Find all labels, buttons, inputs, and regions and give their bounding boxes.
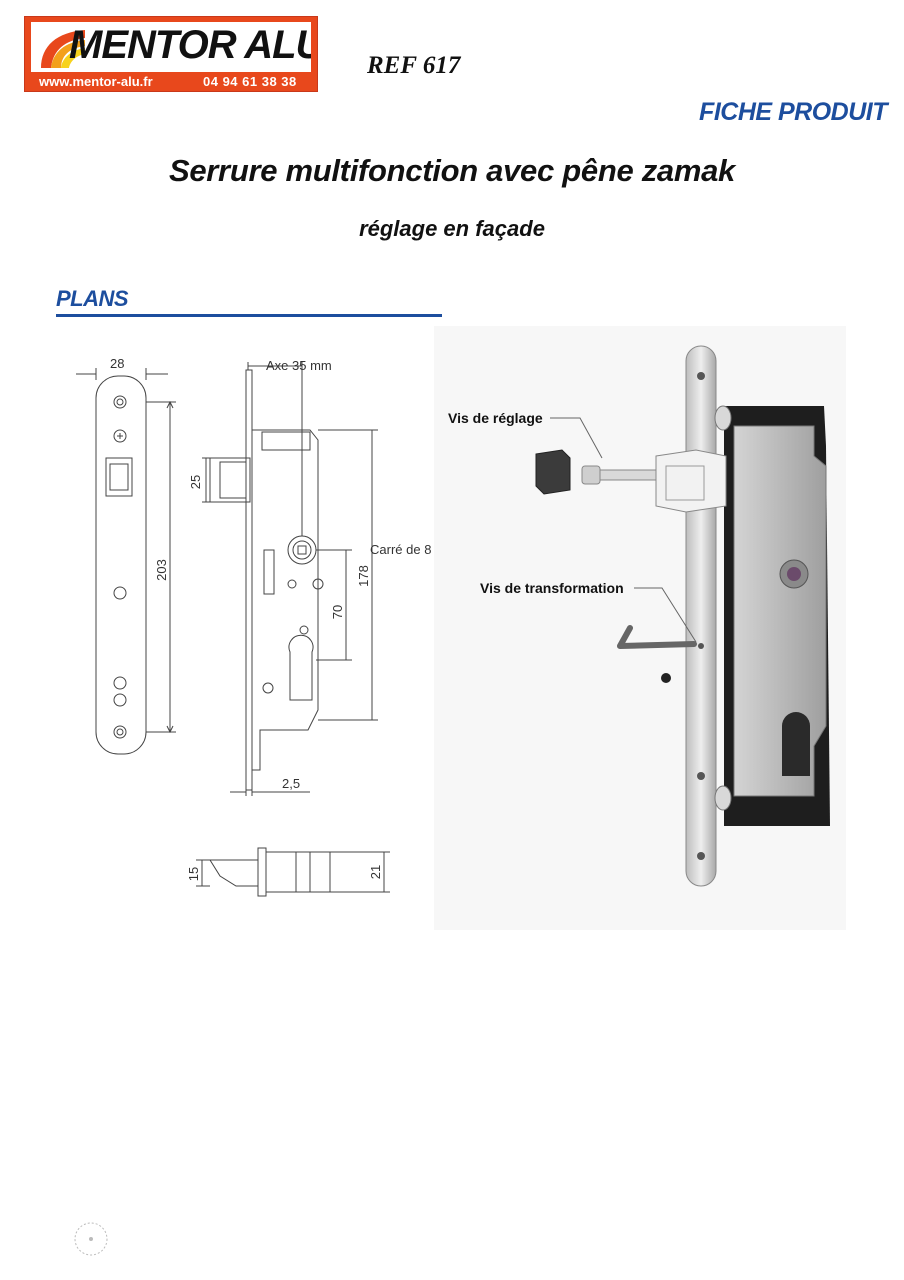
callout-vis-reglage: Vis de réglage — [448, 410, 543, 426]
dim-axis-distance: 70 — [330, 605, 345, 619]
plans-heading: PLANS — [56, 286, 129, 311]
product-render-svg: Vis de réglage Vis de transformation — [448, 345, 830, 887]
dim-latch-height: 25 — [188, 475, 203, 489]
dim-body-height: 178 — [356, 565, 371, 587]
dim-axe: Axe 35 mm — [266, 358, 332, 373]
technical-drawing: 28 203 Axe 35 mm 25 Carré de 8 178 70 2,… — [60, 340, 460, 930]
dim-faceplate-width: 28 — [110, 356, 124, 371]
faceplate — [685, 345, 717, 887]
dim-faceplate-thickness: 2,5 — [282, 776, 300, 791]
dim-faceplate-height: 203 — [154, 559, 169, 581]
product-render: Vis de réglage Vis de transformation — [434, 326, 846, 930]
plans-underline — [56, 314, 442, 317]
brand-logo: MENTOR ALU www.mentor-alu.fr 04 94 61 38… — [24, 16, 318, 92]
logo-website: www.mentor-alu.fr — [39, 74, 153, 89]
faceplate-outline — [95, 375, 147, 755]
product-subtitle: réglage en façade — [359, 216, 545, 241]
technical-drawing-svg: 28 203 Axe 35 mm 25 Carré de 8 178 70 2,… — [76, 356, 431, 897]
logo-panel: MENTOR ALU — [31, 22, 311, 72]
logo-phone: 04 94 61 38 38 — [203, 74, 297, 89]
swoosh-icon — [41, 30, 85, 68]
dim-carre: Carré de 8 — [370, 542, 431, 557]
lock-body-outline — [252, 429, 319, 771]
fiche-produit-label: FICHE PRODUIT — [699, 98, 887, 126]
dim-bolt-height: 15 — [186, 867, 201, 881]
logo-wordmark: MENTOR ALU — [69, 23, 311, 67]
product-title: Serrure multifonction avec pêne zamak — [168, 153, 736, 188]
dim-bolt-total: 21 — [368, 865, 383, 879]
lock-case — [733, 425, 827, 797]
callout-vis-transformation: Vis de transformation — [480, 580, 624, 596]
reference-number: REF 617 — [367, 52, 461, 79]
stamp-seal-icon — [74, 1222, 108, 1256]
